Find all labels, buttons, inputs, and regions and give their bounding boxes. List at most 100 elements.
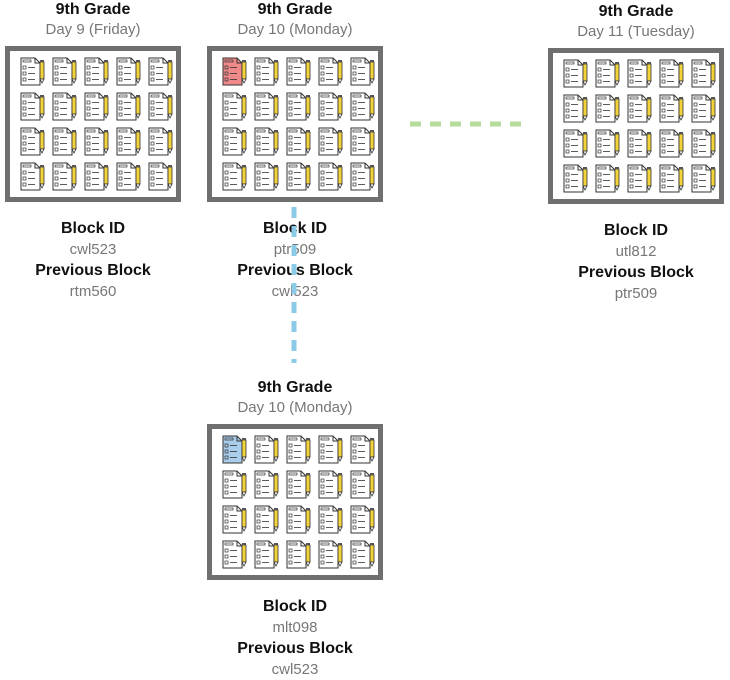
document-with-pencil-icon xyxy=(52,57,78,86)
document-with-pencil-icon xyxy=(318,505,344,534)
document-with-pencil-icon xyxy=(222,435,248,464)
document-with-pencil-icon xyxy=(286,435,312,464)
document-with-pencil-icon xyxy=(286,92,312,121)
block-info: Block ID utl812 Previous Block ptr509 xyxy=(543,220,729,304)
document-with-pencil-icon xyxy=(318,57,344,86)
document-with-pencil-icon xyxy=(52,162,78,191)
grade-label: 9th Grade xyxy=(598,3,674,20)
document-with-pencil-icon xyxy=(318,470,344,499)
document-with-pencil-icon xyxy=(659,129,685,158)
block-info: Block ID cwl523 Previous Block rtm560 xyxy=(0,218,186,302)
document-with-pencil-icon xyxy=(595,59,621,88)
document-with-pencil-icon xyxy=(286,127,312,156)
document-with-pencil-icon xyxy=(52,127,78,156)
block-frame xyxy=(207,424,383,580)
document-with-pencil-icon xyxy=(222,57,248,86)
previous-block-value: rtm560 xyxy=(69,283,117,300)
document-with-pencil-icon xyxy=(84,92,110,121)
document-with-pencil-icon xyxy=(659,164,685,193)
block-id-value: cwl523 xyxy=(69,241,117,258)
block-day10: 9th Grade Day 10 (Monday) Block ID ptr50… xyxy=(202,0,388,302)
day-label: Day 11 (Tuesday) xyxy=(577,23,695,40)
document-with-pencil-icon xyxy=(254,127,280,156)
document-with-pencil-icon xyxy=(116,162,142,191)
document-with-pencil-icon xyxy=(20,57,46,86)
document-with-pencil-icon xyxy=(563,94,589,123)
document-with-pencil-icon xyxy=(222,92,248,121)
document-with-pencil-icon xyxy=(318,92,344,121)
document-with-pencil-icon xyxy=(222,540,248,569)
document-with-pencil-icon xyxy=(350,435,376,464)
document-with-pencil-icon xyxy=(318,540,344,569)
document-with-pencil-icon xyxy=(627,59,653,88)
document-with-pencil-icon xyxy=(286,470,312,499)
document-with-pencil-icon xyxy=(116,57,142,86)
document-with-pencil-icon xyxy=(318,162,344,191)
document-with-pencil-icon xyxy=(222,162,248,191)
document-with-pencil-icon xyxy=(350,162,376,191)
document-with-pencil-icon xyxy=(286,162,312,191)
document-with-pencil-icon xyxy=(148,162,174,191)
document-with-pencil-icon xyxy=(20,92,46,121)
document-with-pencil-icon xyxy=(20,162,46,191)
document-with-pencil-icon xyxy=(659,59,685,88)
block-id-value: utl812 xyxy=(615,243,657,260)
document-with-pencil-icon xyxy=(222,470,248,499)
previous-block-value: ptr509 xyxy=(614,285,658,302)
document-with-pencil-icon xyxy=(350,127,376,156)
document-with-pencil-icon xyxy=(350,470,376,499)
document-with-pencil-icon xyxy=(595,129,621,158)
document-with-pencil-icon xyxy=(350,92,376,121)
document-with-pencil-icon xyxy=(691,94,717,123)
document-with-pencil-icon xyxy=(52,92,78,121)
document-with-pencil-icon xyxy=(148,92,174,121)
document-with-pencil-icon xyxy=(691,129,717,158)
grade-label: 9th Grade xyxy=(257,1,333,18)
document-with-pencil-icon xyxy=(350,57,376,86)
document-with-pencil-icon xyxy=(286,505,312,534)
document-with-pencil-icon xyxy=(116,127,142,156)
document-with-pencil-icon xyxy=(84,57,110,86)
document-with-pencil-icon xyxy=(20,127,46,156)
document-with-pencil-icon xyxy=(254,505,280,534)
block-id-label: Block ID xyxy=(603,222,668,239)
grade-label: 9th Grade xyxy=(257,379,333,396)
blue-dotted-connector xyxy=(291,207,297,363)
document-with-pencil-icon xyxy=(350,505,376,534)
document-with-pencil-icon xyxy=(254,435,280,464)
day-label: Day 10 (Monday) xyxy=(237,21,353,38)
document-with-pencil-icon xyxy=(254,162,280,191)
document-with-pencil-icon xyxy=(318,435,344,464)
block-id-label: Block ID xyxy=(262,598,327,615)
document-with-pencil-icon xyxy=(84,127,110,156)
block-id-label: Block ID xyxy=(60,220,125,237)
document-with-pencil-icon xyxy=(563,59,589,88)
document-with-pencil-icon xyxy=(84,162,110,191)
document-with-pencil-icon xyxy=(627,94,653,123)
document-with-pencil-icon xyxy=(595,94,621,123)
document-with-pencil-icon xyxy=(563,129,589,158)
document-with-pencil-icon xyxy=(222,505,248,534)
day-label: Day 9 (Friday) xyxy=(45,21,141,38)
block-frame xyxy=(5,46,181,202)
block-day9: 9th Grade Day 9 (Friday) Block ID cwl523… xyxy=(0,0,186,302)
green-dotted-connector xyxy=(410,121,524,127)
block-day10-fork: 9th Grade Day 10 (Monday) Block ID mlt09… xyxy=(202,378,388,680)
document-with-pencil-icon xyxy=(659,94,685,123)
previous-block-label: Previous Block xyxy=(578,264,694,281)
block-frame xyxy=(548,48,724,204)
document-with-pencil-icon xyxy=(318,127,344,156)
document-with-pencil-icon xyxy=(116,92,142,121)
document-with-pencil-icon xyxy=(563,164,589,193)
document-with-pencil-icon xyxy=(286,57,312,86)
document-with-pencil-icon xyxy=(350,540,376,569)
document-with-pencil-icon xyxy=(222,127,248,156)
day-label: Day 10 (Monday) xyxy=(237,399,353,416)
document-with-pencil-icon xyxy=(691,59,717,88)
document-with-pencil-icon xyxy=(254,540,280,569)
document-with-pencil-icon xyxy=(627,164,653,193)
document-with-pencil-icon xyxy=(148,127,174,156)
block-frame xyxy=(207,46,383,202)
document-with-pencil-icon xyxy=(595,164,621,193)
block-info: Block ID mlt098 Previous Block cwl523 xyxy=(202,596,388,680)
